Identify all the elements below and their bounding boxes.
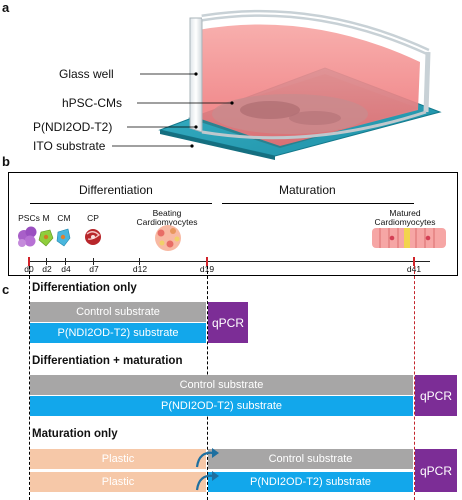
cardiac-progenitor-cell-icon [85, 229, 101, 245]
day-d2-label: d2 [42, 264, 52, 274]
ito-substrate-label: ITO substrate [33, 139, 106, 153]
d0-guide-line [29, 266, 30, 500]
panel-a-letter: a [2, 0, 10, 15]
differentiation-heading: Differentiation [79, 183, 153, 197]
timeline-box [8, 172, 458, 276]
transfer-arrow-icon [195, 471, 219, 491]
stage-cp-label: CP [87, 213, 99, 223]
mat-only-plastic-bar-1: Plastic [30, 449, 206, 469]
mesoderm-cell-icon [38, 229, 54, 247]
panel-b-letter: b [2, 154, 10, 169]
stage-pscs-label: PSCs [18, 213, 40, 223]
diff-only-polymer-bar: P(NDI2OD-T2) substrate [30, 323, 206, 343]
hpsc-cms-label: hPSC-CMs [62, 96, 123, 110]
d7-tick [93, 258, 94, 265]
differentiation-line [30, 203, 212, 204]
d19-tick [206, 257, 208, 266]
transfer-arrow-icon [195, 448, 219, 468]
timeline-axis [28, 261, 430, 262]
d41-guide-line [414, 266, 415, 500]
mat-only-plastic-bar-2: Plastic [30, 472, 206, 492]
day-d12-label: d12 [132, 264, 148, 274]
mat-only-heading: Maturation only [32, 428, 118, 440]
diff-mat-polymer-bar: P(NDI2OD-T2) substrate [30, 396, 413, 416]
matured-cardiomyocytes-icon [372, 228, 446, 248]
day-d7-label: d7 [89, 264, 99, 274]
d2-tick [46, 258, 47, 265]
d41-tick [413, 257, 415, 266]
polymer-label: P(NDI2OD-T2) [33, 120, 113, 134]
mat-only-control-bar: Control substrate [208, 449, 413, 469]
day-d4-label: d4 [61, 264, 71, 274]
diff-mat-control-bar: Control substrate [30, 375, 413, 395]
maturation-line [222, 203, 414, 204]
diff-only-control-bar: Control substrate [30, 302, 206, 322]
d12-tick [139, 258, 140, 265]
panel-a-leader-lines [112, 72, 234, 148]
cell-stage-icons [18, 225, 446, 251]
psc-cells-icon [18, 226, 37, 247]
maturation-heading: Maturation [279, 183, 336, 197]
d4-tick [65, 258, 66, 265]
stage-beating-label: Beating Cardiomyocytes [136, 208, 198, 227]
cardiac-mesoderm-cell-icon [56, 228, 71, 247]
diff-mat-heading: Differentiation + maturation [32, 355, 183, 367]
diff-only-heading: Differentiation only [32, 282, 137, 294]
stage-cm-label: CM [57, 213, 71, 223]
beating-cardiomyocytes-icon [155, 225, 181, 251]
panel-c-letter: c [2, 282, 10, 297]
diff-mat-qpcr-box: qPCR [415, 375, 457, 416]
mat-only-qpcr-box: qPCR [415, 449, 457, 492]
stage-m-label: M [42, 213, 50, 223]
stage-matured-label: Matured Cardiomyocytes [374, 208, 436, 227]
mat-only-polymer-bar: P(NDI2OD-T2) substrate [208, 472, 413, 492]
d0-tick [28, 257, 30, 266]
diff-only-qpcr-box: qPCR [208, 302, 248, 343]
glass-well-label: Glass well [59, 67, 114, 81]
